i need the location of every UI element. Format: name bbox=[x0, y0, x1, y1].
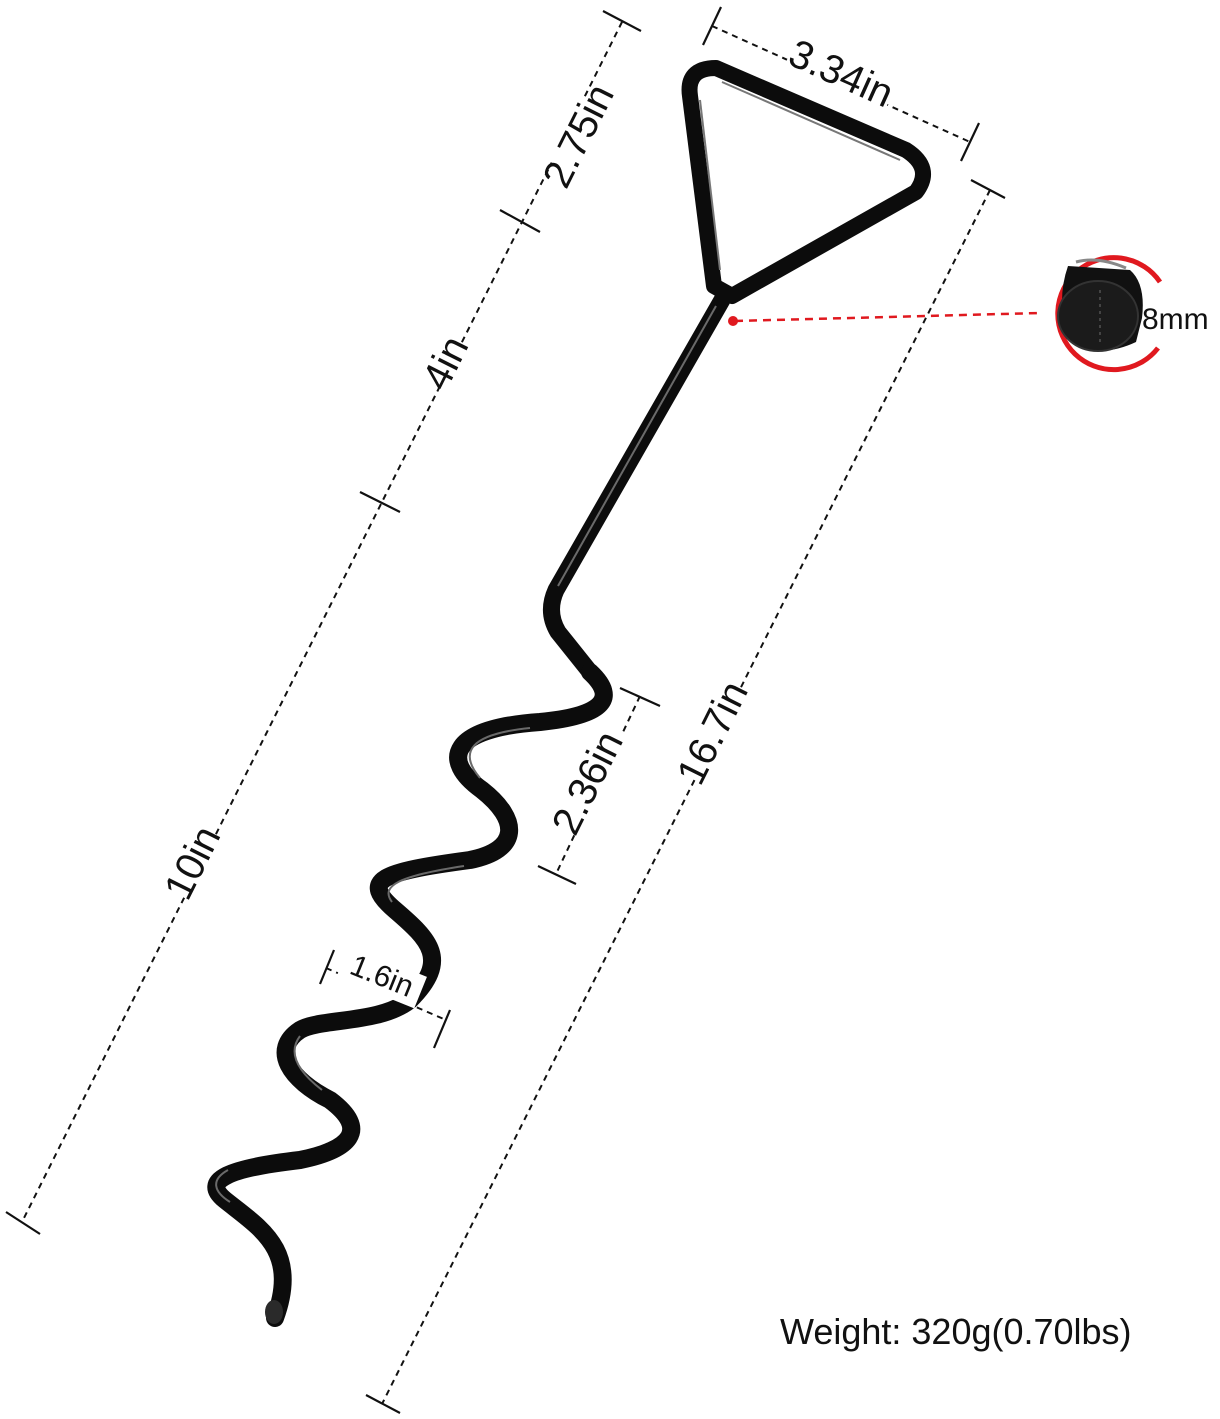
weight-label: Weight: 320g(0.70lbs) bbox=[780, 1311, 1132, 1352]
stake-shaft bbox=[543, 291, 731, 681]
handle-length-label: 2.75in bbox=[535, 77, 623, 194]
rod-diameter-label: 8mm bbox=[1142, 303, 1209, 336]
rod-cross-section bbox=[1057, 258, 1143, 352]
rod-diameter-callout: 8mm bbox=[728, 255, 1209, 373]
stake-handle bbox=[681, 60, 931, 304]
shaft-length-label: 4in bbox=[414, 329, 477, 396]
total-length-label: 16.7in bbox=[669, 674, 757, 791]
callout-leader-line bbox=[734, 311, 1041, 323]
callout-anchor-dot bbox=[728, 316, 738, 326]
coil-diameter-label: 1.6in bbox=[345, 949, 418, 1004]
coil-pitch-label: 2.36in bbox=[544, 724, 632, 841]
stake-product bbox=[207, 60, 931, 1327]
